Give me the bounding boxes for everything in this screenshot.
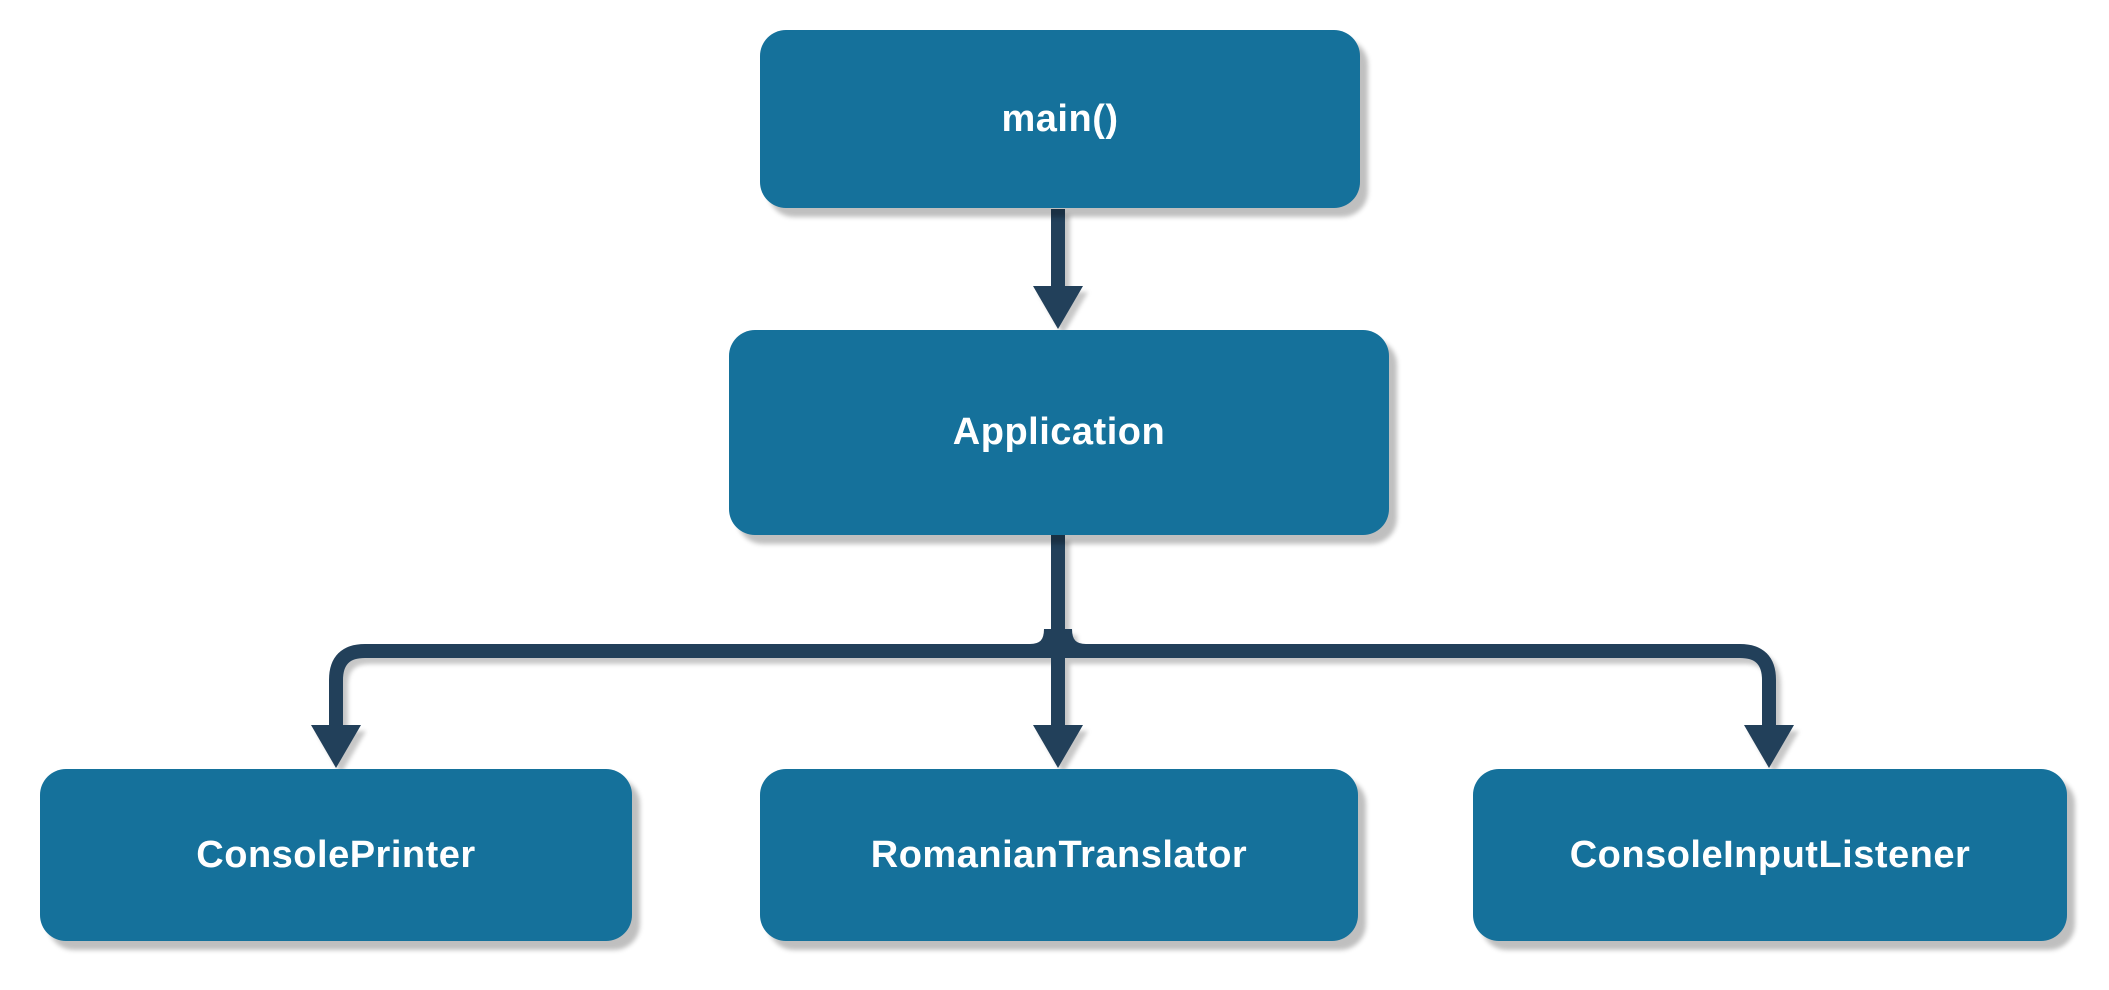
node-romanian-translator: RomanianTranslator: [760, 769, 1358, 941]
node-console-printer: ConsolePrinter: [40, 769, 632, 941]
node-application-label: Application: [952, 411, 1166, 453]
node-main: main(): [760, 30, 1360, 208]
node-console-input-listener: ConsoleInputListener: [1473, 769, 2067, 941]
junction-fillet-left: [1029, 628, 1058, 658]
node-console-printer-label: ConsolePrinter: [196, 833, 476, 876]
node-main-label: main(): [1001, 97, 1119, 140]
arrowhead-console-input-listener-icon: [1744, 725, 1794, 768]
node-console-input-listener-label: ConsoleInputListener: [1569, 833, 1971, 876]
arrowhead-romanian-translator-icon: [1033, 725, 1083, 768]
arrowhead-console-printer-icon: [311, 725, 361, 768]
node-romanian-translator-label: RomanianTranslator: [870, 833, 1248, 876]
arrowhead-application-icon: [1033, 286, 1083, 329]
node-application: Application: [729, 330, 1389, 535]
junction-fillet-right: [1058, 628, 1087, 658]
branch-rail: [329, 644, 1776, 727]
